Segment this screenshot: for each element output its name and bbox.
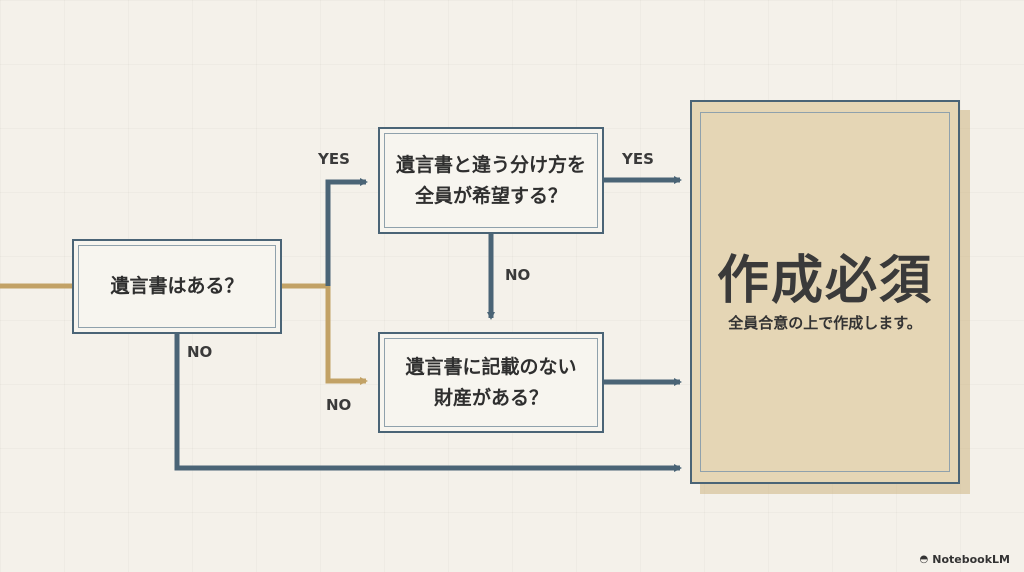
q2-yes-label: YES bbox=[622, 150, 654, 168]
question-will-exists: 遺言書はある？ bbox=[72, 239, 282, 334]
watermark-text: NotebookLM bbox=[932, 553, 1010, 566]
result-title: 作成必須 bbox=[716, 251, 933, 311]
q1-no-to-q3-arrow bbox=[325, 286, 368, 385]
result-inner-frame bbox=[700, 112, 950, 472]
result-box bbox=[690, 100, 960, 484]
question-unlisted-assets: 遺言書に記載のない 財産がある？ bbox=[378, 332, 604, 433]
notebooklm-logo-icon: ◓ bbox=[919, 554, 929, 565]
q1-no-label: NO bbox=[326, 396, 352, 414]
q1-no-to-result-arrow bbox=[174, 334, 682, 472]
result-subtitle: 全員合意の上で作成します。 bbox=[728, 314, 922, 332]
q1-yes-label: YES bbox=[318, 150, 350, 168]
q2-no-label: NO bbox=[505, 266, 531, 284]
question-different-split-text: 遺言書と違う分け方を 全員が希望する？ bbox=[395, 153, 586, 207]
q1-yes-arrow bbox=[325, 178, 368, 286]
question-unlisted-assets-text: 遺言書に記載のない 財産がある？ bbox=[405, 355, 577, 409]
notebooklm-watermark: ◓ NotebookLM bbox=[920, 553, 1010, 566]
question-will-exists-text: 遺言書はある？ bbox=[110, 275, 244, 297]
question-different-split: 遺言書と違う分け方を 全員が希望する？ bbox=[378, 127, 604, 234]
q1-no-bottom-label: NO bbox=[187, 343, 213, 361]
